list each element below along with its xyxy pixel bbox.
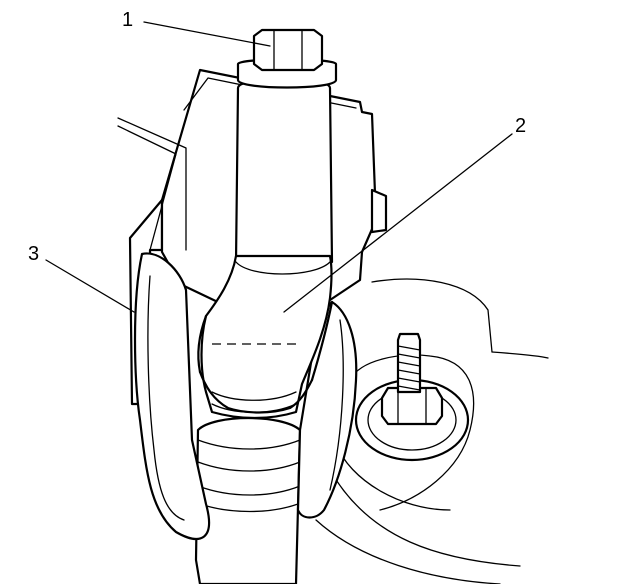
strut-body [200, 77, 334, 420]
leader-line-2 [283, 133, 513, 313]
callout-1: 1 [122, 9, 134, 31]
callout-3: 3 [28, 243, 40, 265]
mount-stud [354, 332, 470, 462]
leader-line-1 [143, 21, 271, 47]
clamp-band [197, 300, 334, 414]
leader-line-3 [45, 259, 135, 313]
bolt [236, 28, 338, 89]
callout-2: 2 [515, 115, 527, 137]
strut-lower-tube [194, 416, 302, 584]
leader-lines [45, 21, 513, 313]
